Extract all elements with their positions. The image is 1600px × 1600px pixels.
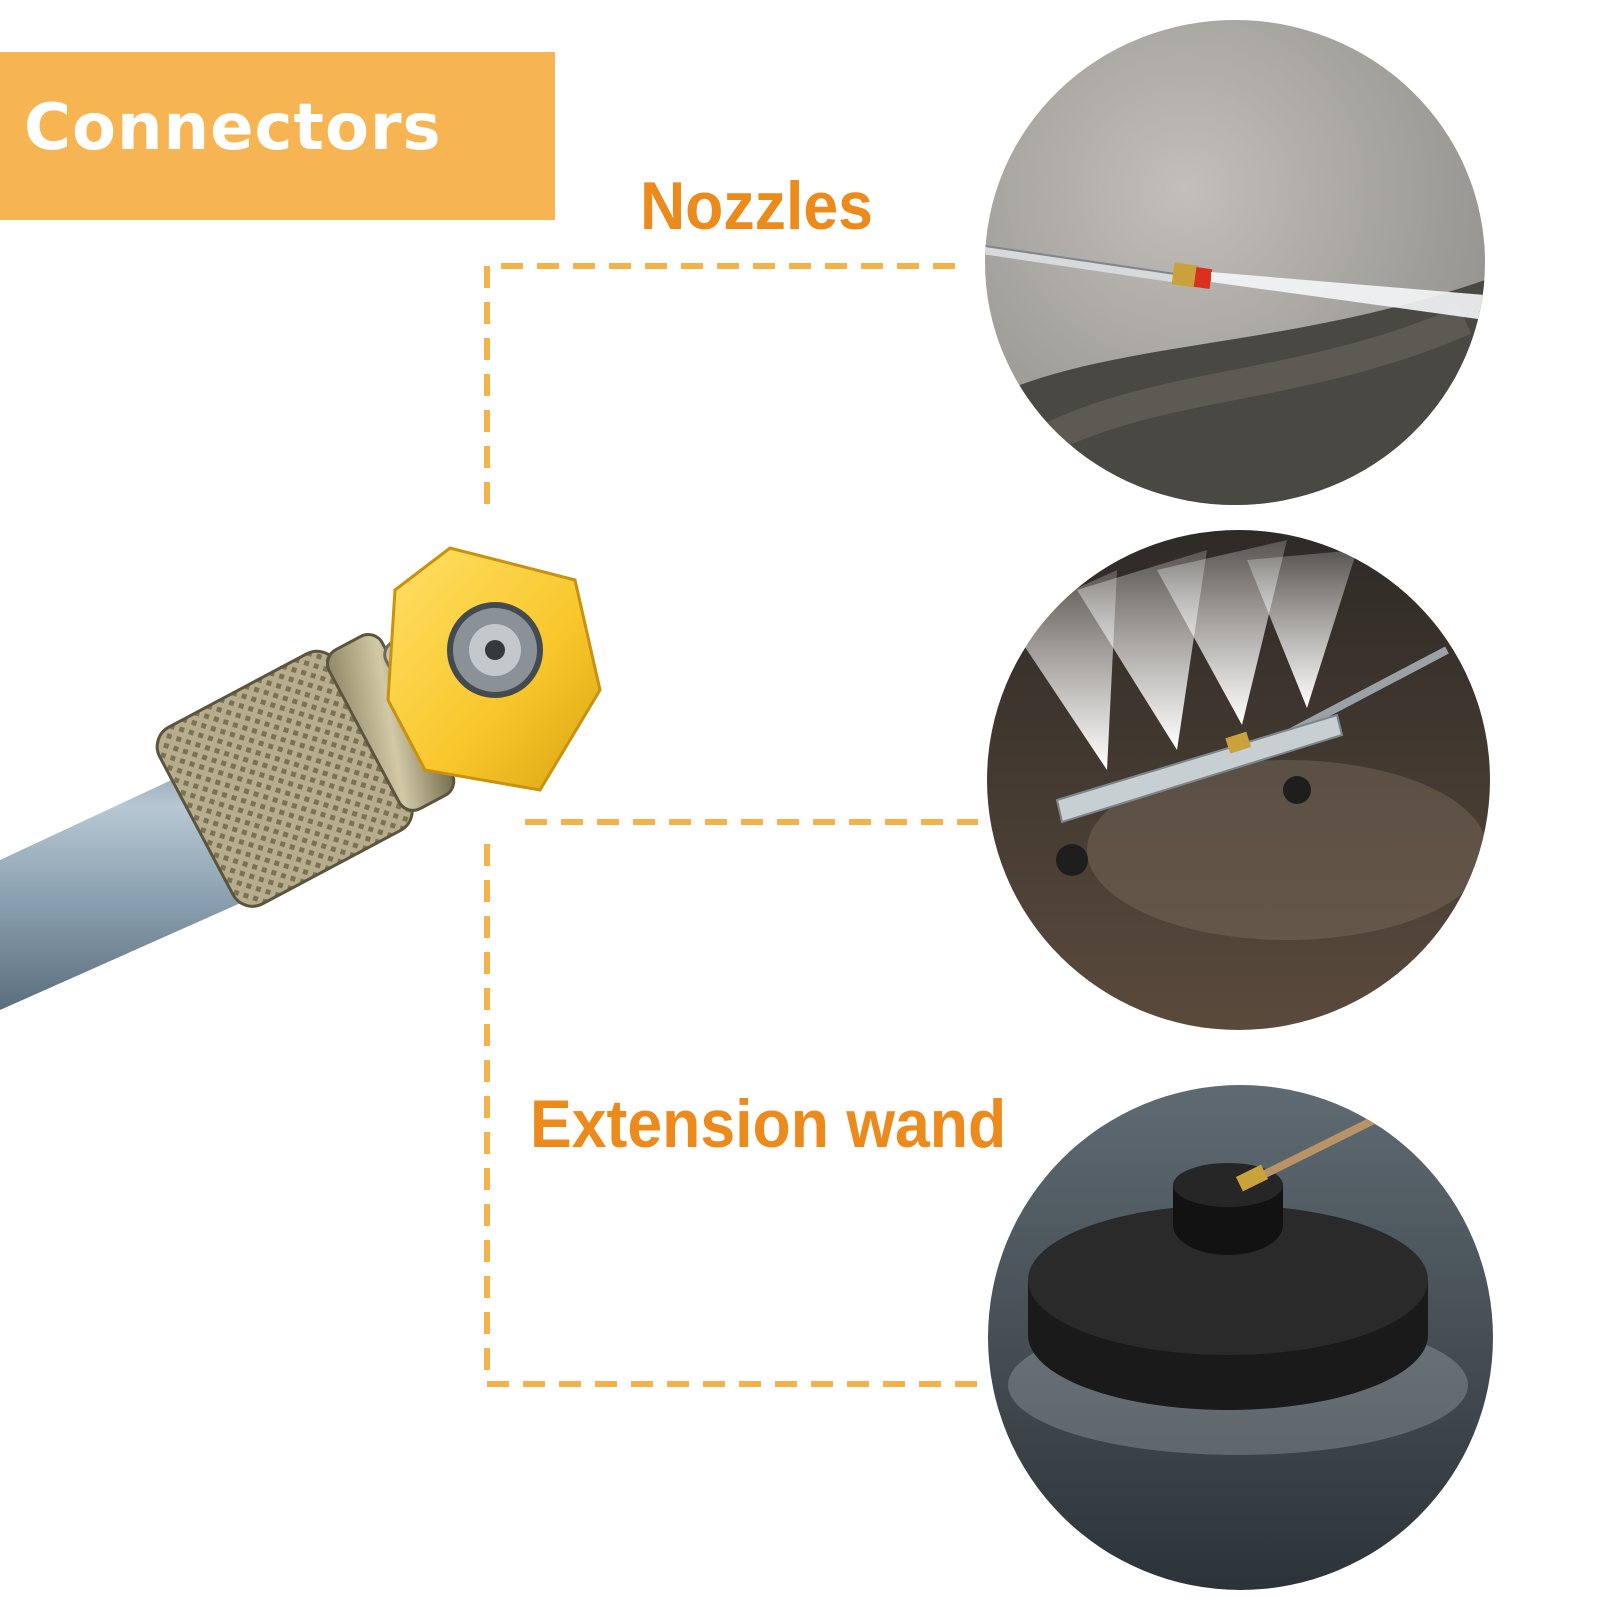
surface-cleaner-photo <box>988 1085 1493 1590</box>
dashed-line-nozzles <box>484 263 955 518</box>
yellow-nozzle-tip <box>386 546 602 792</box>
title-banner <box>0 52 555 220</box>
banner-title: Connectors <box>24 91 442 165</box>
spray-nozzle-photo <box>985 20 1485 505</box>
dashed-line-wand <box>484 844 985 1387</box>
undercarriage-cleaner-photo <box>987 530 1490 1030</box>
extension-wand-label: Extension wand <box>530 1086 1007 1162</box>
nozzles-label: Nozzles <box>640 168 873 244</box>
